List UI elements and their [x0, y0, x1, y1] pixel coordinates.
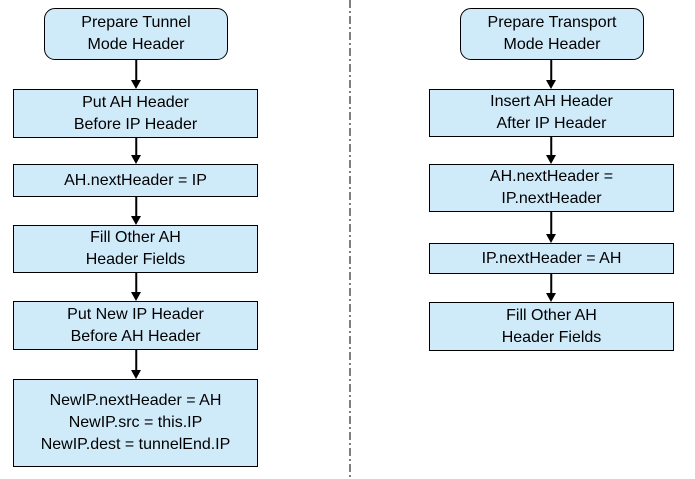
transport-step-fill-other-fields: Fill Other AH Header Fields	[429, 302, 674, 351]
tunnel-step-prepare-header: Prepare Tunnel Mode Header	[44, 8, 228, 60]
tunnel-step-newip-assignments: NewIP.nextHeader = AH NewIP.src = this.I…	[13, 379, 258, 467]
arrow-down-icon	[545, 60, 557, 89]
transport-step-insert-ah-header: Insert AH Header After IP Header	[429, 89, 674, 137]
transport-step-ip-nextheader: IP.nextHeader = AH	[429, 243, 674, 274]
arrow-down-icon	[545, 212, 557, 243]
tunnel-step-ah-nextheader: AH.nextHeader = IP	[13, 164, 258, 197]
divider-dash-dot-line	[349, 0, 351, 479]
arrow-down-icon	[130, 138, 142, 164]
transport-step-prepare-header: Prepare Transport Mode Header	[460, 8, 644, 60]
arrow-down-icon	[130, 273, 142, 301]
tunnel-step-put-ah-header: Put AH Header Before IP Header	[13, 89, 258, 138]
arrow-down-icon	[130, 197, 142, 225]
arrow-down-icon	[545, 274, 557, 302]
arrow-down-icon	[130, 60, 142, 89]
arrow-down-icon	[545, 137, 557, 164]
transport-step-ah-nextheader: AH.nextHeader = IP.nextHeader	[429, 164, 674, 212]
tunnel-step-fill-other-fields: Fill Other AH Header Fields	[13, 225, 258, 273]
tunnel-step-put-new-ip-header: Put New IP Header Before AH Header	[13, 301, 258, 350]
arrow-down-icon	[130, 350, 142, 379]
